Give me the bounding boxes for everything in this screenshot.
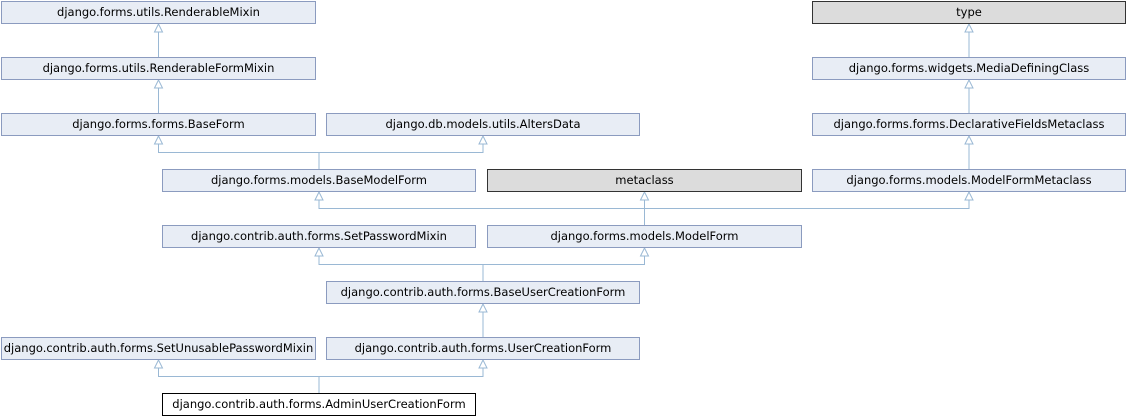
arrowhead-type: [964, 22, 974, 33]
node-type[interactable]: type: [812, 1, 1126, 24]
edge-base_user_creation_form-to-set_password_mixin: [318, 254, 484, 281]
arrowhead-declarative_fields_metaclass: [964, 134, 974, 145]
node-renderable-form-mixin[interactable]: django.forms.utils.RenderableFormMixin: [1, 57, 316, 80]
arrowhead-user_creation_form: [478, 358, 488, 369]
arrowhead-base_form: [153, 134, 164, 145]
edge-base_model_form-to-base_form: [158, 142, 320, 169]
node-set-unusable-password-mixin[interactable]: django.contrib.auth.forms.SetUnusablePas…: [1, 337, 316, 360]
edge-base_user_creation_form-to-model_form: [482, 254, 645, 281]
node-media-defining-class[interactable]: django.forms.widgets.MediaDefiningClass: [812, 57, 1126, 80]
node-declarative-fields-metaclass[interactable]: django.forms.forms.DeclarativeFieldsMeta…: [812, 113, 1126, 136]
node-metaclass[interactable]: metaclass: [487, 169, 802, 192]
node-base-user-creation-form[interactable]: django.contrib.auth.forms.BaseUserCreati…: [326, 281, 640, 304]
edge-admin_user_creation_form-to-user_creation_form: [318, 366, 484, 393]
node-base-model-form[interactable]: django.forms.models.BaseModelForm: [162, 169, 476, 192]
arrowhead-renderable_form_mixin: [153, 78, 164, 89]
arrowhead-base_user_creation_form: [478, 302, 488, 313]
arrowhead-renderable_mixin: [153, 22, 164, 33]
node-set-password-mixin[interactable]: django.contrib.auth.forms.SetPasswordMix…: [162, 225, 476, 248]
arrowhead-metaclass: [639, 190, 650, 201]
node-model-form[interactable]: django.forms.models.ModelForm: [487, 225, 802, 248]
node-renderable-mixin[interactable]: django.forms.utils.RenderableMixin: [1, 1, 316, 24]
arrowhead-media_defining_class: [964, 78, 974, 89]
edge-model_form-to-model_form_metaclass: [644, 198, 970, 225]
node-base-form[interactable]: django.forms.forms.BaseForm: [1, 113, 316, 136]
node-alters-data[interactable]: django.db.models.utils.AltersData: [326, 113, 640, 136]
edge-admin_user_creation_form-to-set_unusable_password_mixin: [158, 366, 320, 393]
edge-base_model_form-to-alters_data: [318, 142, 484, 169]
arrowhead-model_form: [639, 246, 650, 257]
node-admin-user-creation-form[interactable]: django.contrib.auth.forms.AdminUserCreat…: [162, 393, 476, 416]
arrowhead-set_unusable_password_mixin: [153, 358, 164, 369]
arrowhead-model_form_metaclass: [964, 190, 974, 201]
node-user-creation-form[interactable]: django.contrib.auth.forms.UserCreationFo…: [326, 337, 640, 360]
arrowhead-base_model_form: [314, 190, 324, 201]
arrowhead-alters_data: [478, 134, 488, 145]
edge-model_form-to-base_model_form: [318, 198, 645, 225]
arrowhead-set_password_mixin: [314, 246, 324, 257]
node-model-form-metaclass[interactable]: django.forms.models.ModelFormMetaclass: [812, 169, 1126, 192]
